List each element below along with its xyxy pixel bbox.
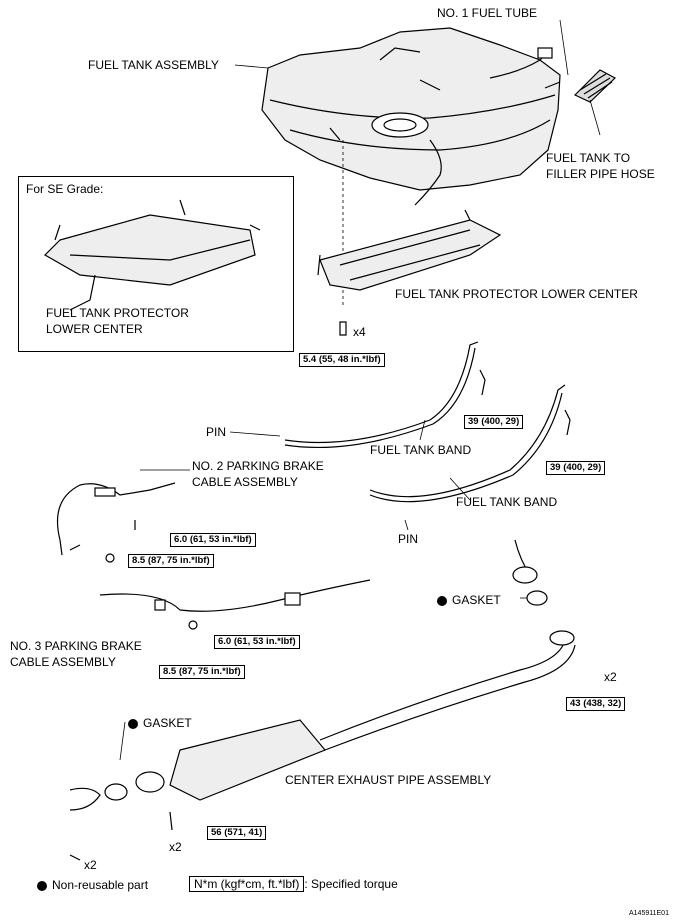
torque-spec-1: 5.4 (55, 48 in.*lbf) — [299, 353, 385, 367]
no2-cable-label-line2: CABLE ASSEMBLY — [192, 475, 298, 489]
figure-reference: A145911E01 — [629, 910, 669, 917]
torque-spec-4: 6.0 (61, 53 in.*lbf) — [170, 533, 256, 547]
torque-spec-6: 6.0 (61, 53 in.*lbf) — [214, 635, 300, 649]
fuel-tank-band-label-1: FUEL TANK BAND — [370, 443, 472, 457]
torque-spec-9: 56 (571, 41) — [207, 826, 267, 840]
torque-spec-2: 39 (400, 29) — [464, 415, 524, 429]
filler-hose-label-line1: FUEL TANK TO — [546, 151, 631, 165]
legend-non-reusable-text: Non-reusable part — [52, 878, 149, 892]
no2-cable-label-line1: NO. 2 PARKING BRAKE — [192, 459, 324, 473]
gasket-label-right: GASKET — [437, 593, 501, 607]
pin-label-top: PIN — [206, 425, 227, 439]
x2-label-left: x2 — [84, 858, 97, 872]
se-grade-label: For SE Grade: — [26, 182, 104, 196]
legend-torque: N*m (kgf*cm, ft.*lbf): Specified torque — [189, 876, 398, 892]
x2-label-right: x2 — [604, 670, 617, 684]
center-exhaust-label: CENTER EXHAUST PIPE ASSEMBLY — [285, 773, 492, 787]
filler-hose-drawing — [573, 69, 617, 103]
non-reusable-dot — [37, 880, 47, 891]
no3-cable-label-line2: CABLE ASSEMBLY — [10, 655, 116, 669]
fuel-tank-drawing — [261, 27, 561, 206]
fuel-tank-band-1-drawing — [284, 341, 486, 449]
gasket-label-left: GASKET — [128, 716, 192, 730]
fuel-tank-assembly-label: FUEL TANK ASSEMBLY — [88, 58, 219, 72]
legend-torque-units: N*m (kgf*cm, ft.*lbf) — [189, 876, 305, 892]
protector-drawing — [317, 209, 502, 291]
gasket-left-text: GASKET — [143, 716, 192, 730]
fuel-tank-band-2-drawing — [369, 384, 571, 503]
no1-fuel-tube-label: NO. 1 FUEL TUBE — [437, 6, 538, 20]
parking-brake-cable-2-drawing — [56, 482, 176, 563]
bolt-icon — [339, 321, 347, 336]
inset-protector-label-line1: FUEL TANK PROTECTOR — [46, 306, 189, 320]
inset-protector-drawing — [44, 199, 261, 311]
non-reusable-dot — [437, 595, 447, 606]
no3-cable-label-line1: NO. 3 PARKING BRAKE — [10, 639, 142, 653]
pin-label-bottom: PIN — [398, 532, 419, 546]
legend-non-reusable: Non-reusable part — [37, 878, 148, 892]
gasket-right-text: GASKET — [452, 593, 501, 607]
torque-spec-8: 43 (438, 32) — [566, 697, 626, 711]
torque-spec-3: 39 (400, 29) — [546, 461, 606, 475]
legend-specified-torque: : Specified torque — [304, 877, 398, 891]
parking-brake-cable-3-drawing — [99, 579, 371, 630]
exhaust-pipe-drawing — [69, 539, 576, 861]
inset-protector-label-line2: LOWER CENTER — [46, 322, 143, 336]
x2-label-mid: x2 — [169, 840, 182, 854]
torque-spec-5: 8.5 (87, 75 in.*lbf) — [128, 554, 214, 568]
torque-spec-7: 8.5 (87, 75 in.*lbf) — [159, 665, 245, 679]
fuel-tank-band-label-2: FUEL TANK BAND — [456, 495, 558, 509]
x4-label: x4 — [353, 325, 366, 339]
se-grade-inset — [18, 176, 294, 352]
protector-lower-center-label: FUEL TANK PROTECTOR LOWER CENTER — [395, 287, 638, 301]
non-reusable-dot — [128, 718, 138, 729]
filler-hose-label-line2: FILLER PIPE HOSE — [546, 167, 655, 181]
